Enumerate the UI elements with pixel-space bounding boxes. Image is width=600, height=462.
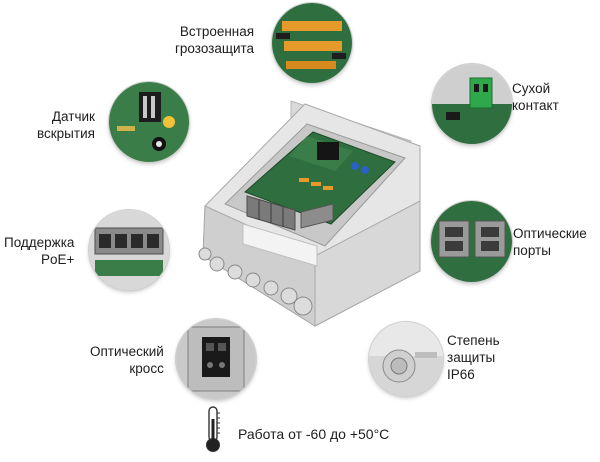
poe-support-label: Поддержка PoE+ bbox=[4, 235, 75, 267]
lightning-protection-label: Встроенная грозозащита bbox=[175, 24, 255, 56]
optical-cross-image bbox=[176, 319, 256, 399]
dry-contact-image bbox=[432, 64, 512, 144]
dry-contact-label: Сухой контакт bbox=[512, 81, 559, 113]
ip-rating-label: Степень защиты IP66 bbox=[447, 333, 500, 382]
poe-ports-image bbox=[89, 210, 169, 290]
tamper-sensor-label: Датчик вскрытия bbox=[37, 109, 95, 141]
tamper-sensor-image bbox=[109, 82, 189, 162]
optical-ports-image bbox=[431, 201, 512, 282]
temperature-range-label: Работа от -60 до +50°C bbox=[238, 426, 390, 442]
ip-rating-image bbox=[369, 322, 443, 396]
switch-enclosure-image bbox=[198, 100, 421, 327]
optical-cross-label: Оптический кросс bbox=[90, 344, 164, 376]
lightning-protection-image bbox=[272, 3, 352, 83]
optical-ports-label: Оптические порты bbox=[513, 226, 587, 258]
thermometer-icon bbox=[206, 406, 220, 452]
